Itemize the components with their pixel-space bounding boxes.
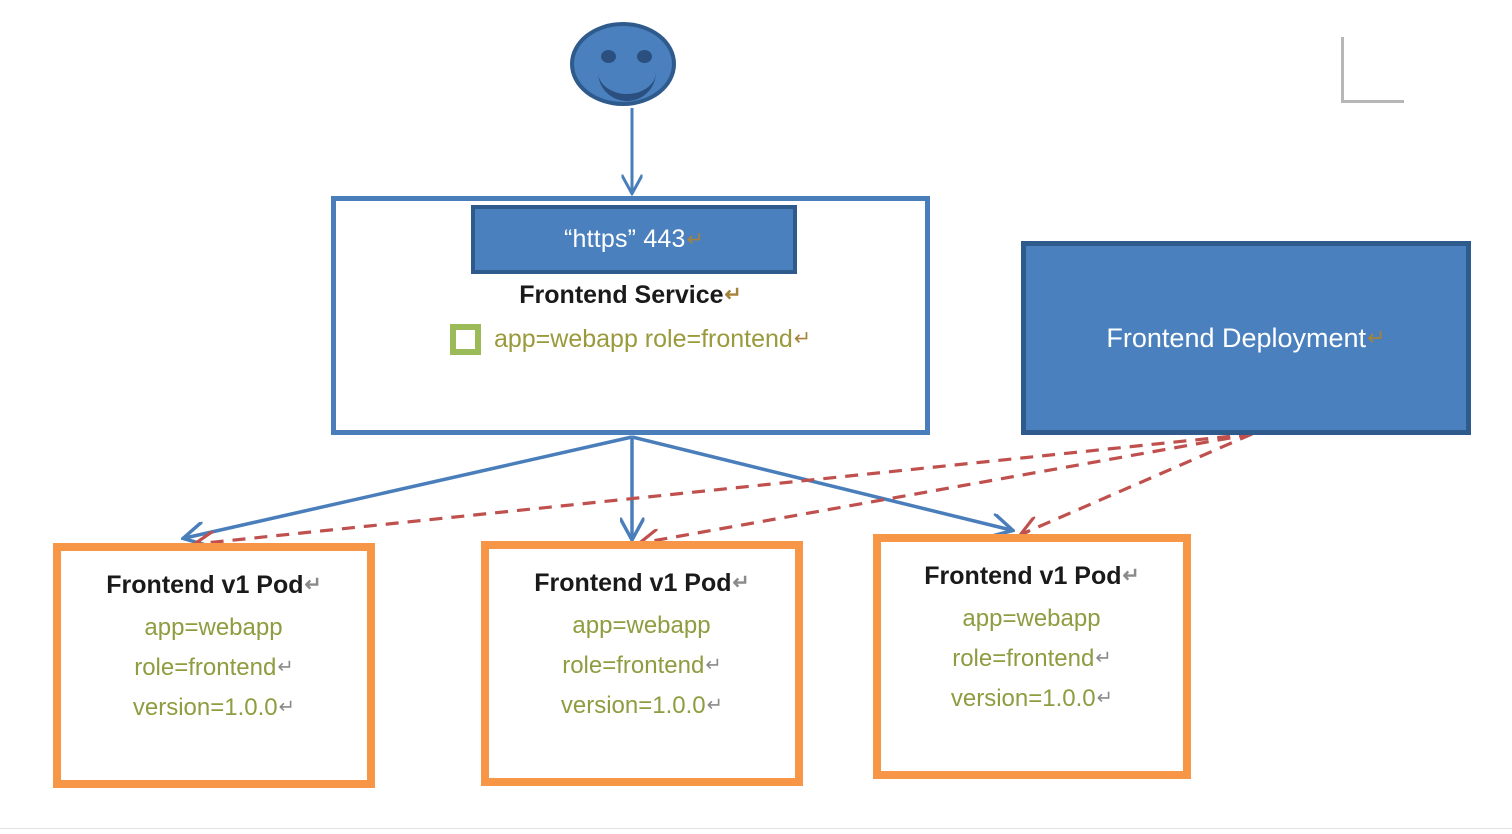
pod-label: version=1.0.0↵ bbox=[61, 694, 367, 722]
paragraph-mark-icon: ↵ bbox=[277, 656, 294, 678]
pod-label-text: app=webapp bbox=[572, 612, 711, 639]
pod-label-text: version=1.0.0 bbox=[950, 685, 1096, 712]
pod-label-text: role=frontend bbox=[952, 645, 1095, 672]
deployment-title: Frontend Deployment bbox=[1106, 322, 1367, 353]
smiley-eye-left-icon bbox=[601, 50, 616, 63]
pod-title-text: Frontend v1 Pod bbox=[924, 562, 1122, 590]
service-selector-row: app=webapp role=frontend↵ bbox=[336, 324, 925, 355]
paragraph-mark-icon: ↵ bbox=[1095, 647, 1112, 669]
edge-deployment-to-pod-2 bbox=[641, 432, 1253, 543]
pod-label-text: version=1.0.0 bbox=[132, 694, 278, 721]
smiley-eye-right-icon bbox=[637, 50, 652, 63]
pod-box-3: Frontend v1 Pod↵ app=webapp role=fronten… bbox=[873, 534, 1191, 779]
pod-title: Frontend v1 Pod↵ bbox=[489, 569, 795, 598]
paragraph-mark-icon: ↵ bbox=[686, 228, 705, 251]
pod-label: role=frontend↵ bbox=[489, 652, 795, 680]
pod-label-text: role=frontend bbox=[134, 654, 277, 681]
pod-label: app=webapp bbox=[61, 614, 367, 642]
edge-service-to-pod-3 bbox=[631, 435, 1011, 530]
service-title: Frontend Service↵ bbox=[336, 281, 925, 310]
pod-label: app=webapp bbox=[881, 605, 1183, 633]
paragraph-mark-icon: ↵ bbox=[705, 654, 722, 676]
service-port-label: “https” 443 bbox=[563, 225, 686, 253]
pod-title-text: Frontend v1 Pod bbox=[534, 569, 732, 597]
user-actor bbox=[570, 22, 676, 106]
edge-deployment-to-pod-3 bbox=[1022, 432, 1253, 534]
paragraph-mark-icon: ↵ bbox=[1096, 687, 1114, 709]
pod-label: role=frontend↵ bbox=[61, 654, 367, 682]
pod-box-2: Frontend v1 Pod↵ app=webapp role=fronten… bbox=[481, 541, 803, 786]
pod-label: version=1.0.0↵ bbox=[489, 692, 795, 720]
page-bottom-rule bbox=[0, 828, 1512, 829]
pod-title-text: Frontend v1 Pod bbox=[106, 571, 304, 599]
service-selector-text: app=webapp role=frontend↵ bbox=[494, 325, 811, 354]
service-port-chip: “https” 443↵ bbox=[471, 205, 797, 274]
pod-label-text: version=1.0.0 bbox=[560, 692, 706, 719]
frontend-service-box: “https” 443↵ Frontend Service↵ app=webap… bbox=[331, 196, 930, 435]
service-selector-value: app=webapp role=frontend bbox=[493, 325, 793, 353]
pod-label-text: role=frontend bbox=[562, 652, 705, 679]
pod-title: Frontend v1 Pod↵ bbox=[881, 562, 1183, 591]
smiley-mouth-icon bbox=[598, 64, 656, 101]
pod-label: app=webapp bbox=[489, 612, 795, 640]
edge-service-to-pod-1 bbox=[185, 435, 633, 538]
pod-label: role=frontend↵ bbox=[881, 645, 1183, 673]
pod-box-1: Frontend v1 Pod↵ app=webapp role=fronten… bbox=[53, 543, 375, 788]
smiley-face-icon bbox=[570, 22, 676, 106]
paragraph-mark-icon: ↵ bbox=[724, 283, 742, 306]
paragraph-mark-icon: ↵ bbox=[706, 694, 724, 716]
pod-label: version=1.0.0↵ bbox=[881, 685, 1183, 713]
paragraph-mark-icon: ↵ bbox=[1367, 325, 1386, 350]
pod-label-text: app=webapp bbox=[144, 614, 283, 641]
paragraph-mark-icon: ↵ bbox=[1122, 564, 1140, 587]
green-square-selector-icon bbox=[449, 324, 481, 355]
paragraph-mark-icon: ↵ bbox=[732, 571, 750, 594]
paragraph-mark-icon: ↵ bbox=[278, 696, 296, 718]
pod-label-text: app=webapp bbox=[962, 605, 1101, 632]
page-corner-mark-icon bbox=[1341, 37, 1404, 103]
pod-title: Frontend v1 Pod↵ bbox=[61, 571, 367, 600]
frontend-deployment-box: Frontend Deployment↵ bbox=[1021, 241, 1471, 435]
paragraph-mark-icon: ↵ bbox=[793, 327, 812, 350]
edge-deployment-to-pod-1 bbox=[196, 432, 1253, 544]
paragraph-mark-icon: ↵ bbox=[304, 573, 322, 596]
service-title-text: Frontend Service bbox=[519, 281, 724, 309]
